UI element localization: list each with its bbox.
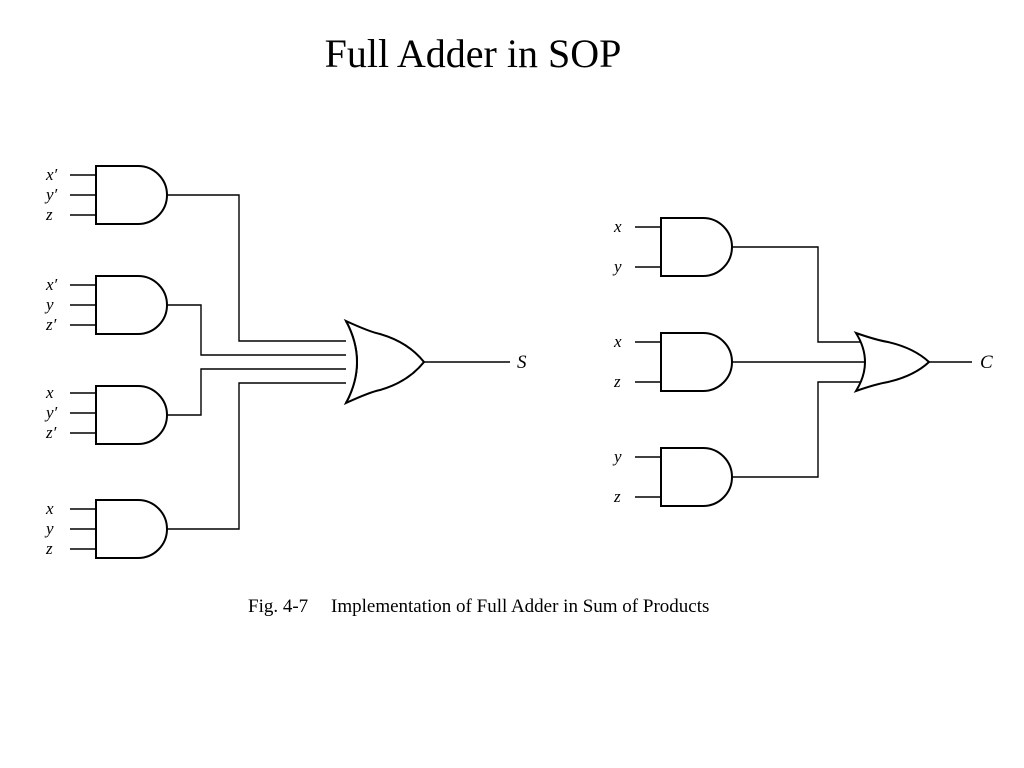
sum-g4-input-3-label: z: [45, 539, 53, 558]
sum-output-label: S: [517, 352, 527, 373]
carry-connect-wires: [732, 246, 864, 478]
carry-circuit: x y x z y z C: [612, 217, 993, 507]
sum-g2-input-3-label: z′: [45, 315, 57, 334]
sum-g1-input-1-label: x′: [45, 165, 58, 184]
carry-or-gate: [853, 331, 931, 393]
sum-input-wires: [70, 174, 96, 550]
sum-g2-input-1-label: x′: [45, 275, 58, 294]
sum-g4-input-2-label: y: [44, 519, 54, 538]
sum-g1-input-2-label: y′: [44, 185, 58, 204]
carry-and-gate-2: [660, 332, 733, 392]
carry-g3-input-1-label: y: [612, 447, 622, 466]
sum-g2-input-2-label: y: [44, 295, 54, 314]
sum-and-gate-4: [95, 499, 168, 559]
sum-and-gate-1: [95, 165, 168, 225]
carry-g3-input-2-label: z: [613, 487, 621, 506]
carry-g2-input-1-label: x: [613, 332, 622, 351]
sum-and-gate-2: [95, 275, 168, 335]
carry-g2-input-2-label: z: [613, 372, 621, 391]
sum-and-gate-3: [95, 385, 168, 445]
figure-number: Fig. 4-7: [248, 596, 308, 617]
carry-and-gate-1: [660, 217, 733, 277]
carry-g1-input-2-label: y: [612, 257, 622, 276]
sum-g3-input-2-label: y′: [44, 403, 58, 422]
sum-connect-wires: [167, 194, 356, 530]
page-title: Full Adder in SOP: [324, 31, 622, 76]
carry-output-label: C: [980, 352, 993, 373]
carry-and-gate-3: [660, 447, 733, 507]
sum-g3-input-3-label: z′: [45, 423, 57, 442]
sum-or-gate-back-curve: [345, 320, 358, 404]
sum-circuit: x′ y′ z x′ y z′ x y′ z′ x y z: [44, 165, 527, 559]
carry-g1-input-1-label: x: [613, 217, 622, 236]
sum-g3-input-1-label: x: [45, 383, 54, 402]
sum-g1-input-3-label: z: [45, 205, 53, 224]
sum-g4-input-1-label: x: [45, 499, 54, 518]
figure-caption: Implementation of Full Adder in Sum of P…: [331, 596, 709, 617]
carry-input-wires: [635, 226, 661, 498]
